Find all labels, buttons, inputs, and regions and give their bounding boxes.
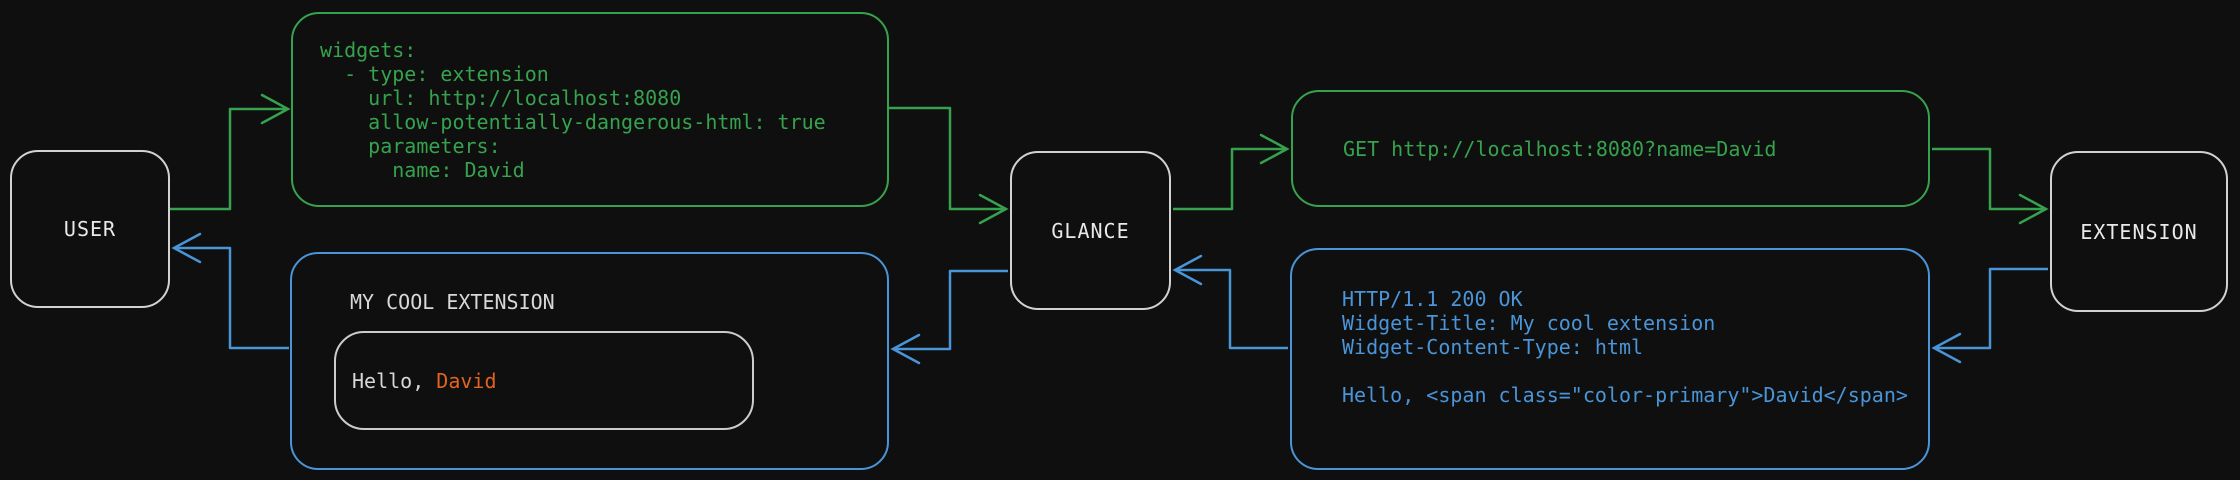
connector-glance-to-request [1173,147,1287,211]
code-line: parameters: [320,133,501,158]
arrowhead-icon [1172,254,1203,286]
connector-user-to-config [170,107,288,211]
arrowhead-icon [1931,332,1962,364]
code-line: widgets: [320,37,417,62]
node-glance: GLANCE [1010,151,1171,310]
code-line [1342,359,1928,383]
node-user-label: USER [63,217,117,241]
code-line: url: http://localhost:8080 [320,85,682,110]
arrowhead-icon [171,232,202,264]
code-line: Hello, <span class="color-primary">David… [1342,383,1908,407]
connector-config-to-glance [889,106,1006,211]
code-line: GET http://localhost:8080?name=David [1343,136,1777,161]
code-line: Widget-Title: My cool extension [1342,311,1716,335]
arrowhead-icon [978,193,1009,225]
arrowhead-icon [1259,133,1290,165]
code-line: allow-potentially-dangerous-html: true [320,109,826,134]
widget-content-frame: Hello, David [334,331,754,430]
connector-glance-to-widget [893,269,1008,351]
http-request-box: GET http://localhost:8080?name=David [1291,90,1930,207]
widget-greeting: Hello, David [352,369,497,393]
greeting-name-highlight: David [436,368,497,393]
node-user: USER [10,150,170,308]
node-extension-label: EXTENSION [2080,219,2198,244]
code-line: name: David [320,157,525,182]
connector-extension-to-response [1934,267,2048,350]
arrowhead-icon [890,333,921,365]
code-line [1342,407,1928,431]
code-line: Widget-Content-Type: html [1342,335,1644,359]
connector-widget-to-user [174,246,289,350]
code-line: - type: extension [320,61,549,86]
connector-response-to-glance [1175,268,1288,350]
rendered-widget-box: MY COOL EXTENSION Hello, David [290,252,889,470]
greeting-text: Hello, [352,368,437,393]
code-line: HTTP/1.1 200 OK [1342,287,1523,311]
node-glance-label: GLANCE [1051,218,1130,243]
config-yaml-box: widgets: - type: extension url: http://l… [291,12,889,207]
node-extension: EXTENSION [2050,151,2228,312]
arrowhead-icon [2018,193,2049,225]
arrowhead-icon [260,93,291,125]
widget-title: MY COOL EXTENSION [350,290,555,314]
connector-request-to-extension [1932,147,2046,211]
